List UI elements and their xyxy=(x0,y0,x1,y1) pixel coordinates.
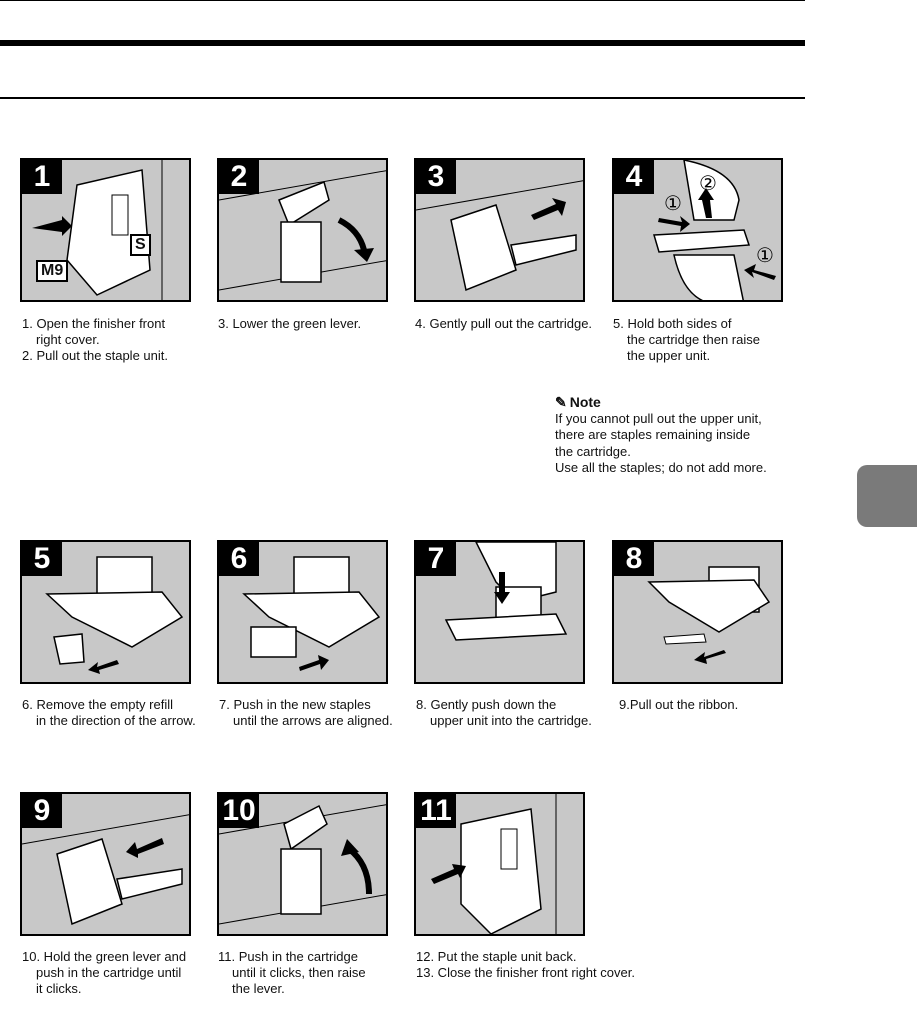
step-number: 6 xyxy=(219,542,259,576)
push-cartridge-illustration xyxy=(22,814,189,926)
caption-step-10: 11. Push in the cartridge until it click… xyxy=(218,949,418,997)
step-number: 3 xyxy=(416,160,456,194)
refill-remove-illustration xyxy=(45,556,184,674)
caption-line: until the arrows are aligned. xyxy=(233,713,393,728)
note-line: there are staples remaining inside xyxy=(555,427,751,442)
new-staples-illustration xyxy=(242,556,381,671)
step-panel-11: 11 xyxy=(414,792,585,936)
step-panel-10: 10 xyxy=(217,792,388,936)
chapter-tab xyxy=(857,465,917,527)
caption-line: the upper unit. xyxy=(627,348,711,363)
circle-label-1b: ① xyxy=(756,243,774,267)
caption-step-11: 12. Put the staple unit back. 13. Close … xyxy=(416,949,716,981)
note-line: Use all the staples; do not add more. xyxy=(555,460,767,475)
caption-line: 2. Pull out the staple unit. xyxy=(22,348,168,363)
step-number: 9 xyxy=(22,794,62,828)
step-number: 7 xyxy=(416,542,456,576)
caption-step-7: 8. Gently push down the upper unit into … xyxy=(416,697,616,729)
step-panel-6: 6 xyxy=(217,540,388,684)
step-number: 11 xyxy=(416,794,456,828)
caption-line: 1. Open the finisher front xyxy=(22,316,166,331)
caption-step-9: 10. Hold the green lever and push in the… xyxy=(22,949,222,997)
caption-line: 3. Lower the green lever. xyxy=(218,316,362,331)
caption-step-1: 1. Open the finisher front right cover. … xyxy=(22,316,222,364)
header-thick-rule xyxy=(0,40,805,46)
caption-step-8: 9.Pull out the ribbon. xyxy=(619,697,819,713)
step-number: 2 xyxy=(219,160,259,194)
caption-line: 4. Gently pull out the cartridge. xyxy=(415,316,593,331)
reinsert-unit-illustration xyxy=(431,794,557,934)
finisher-illustration xyxy=(32,160,163,300)
push-down-illustration xyxy=(444,542,568,641)
caption-step-2: 3. Lower the green lever. xyxy=(218,316,418,332)
caption-line: it clicks. xyxy=(36,981,82,996)
step-number: 8 xyxy=(614,542,654,576)
step-panel-9: 9 xyxy=(20,792,191,936)
hand-cartridge-illustration: ① ② ① xyxy=(653,160,776,300)
step-panel-2: 2 xyxy=(217,158,388,302)
step-panel-7: 7 xyxy=(414,540,585,684)
caption-line: 11. Push in the cartridge xyxy=(218,949,358,964)
label-m9: M9 xyxy=(36,260,69,282)
header-bottom-rule xyxy=(0,97,805,99)
caption-line: 10. Hold the green lever and xyxy=(22,949,187,964)
step-panel-4: 4 ① ② ① xyxy=(612,158,783,302)
caption-line: until it clicks, then raise xyxy=(232,965,366,980)
note-box: ✎ Note If you cannot pull out the upper … xyxy=(555,394,815,477)
raise-lever-illustration xyxy=(219,804,386,925)
note-title: Note xyxy=(569,394,601,410)
caption-step-3: 4. Gently pull out the cartridge. xyxy=(415,316,615,332)
caption-step-6: 7. Push in the new staples until the arr… xyxy=(219,697,419,729)
caption-line: 12. Put the staple unit back. xyxy=(416,949,577,964)
step-panel-5: 5 xyxy=(20,540,191,684)
label-s: S xyxy=(130,234,151,256)
caption-line: 8. Gently push down the xyxy=(416,697,557,712)
cartridge-illustration xyxy=(416,180,583,292)
note-line: If you cannot pull out the upper unit, xyxy=(555,410,762,426)
caption-line: 6. Remove the empty refill xyxy=(22,697,174,712)
caption-line: 7. Push in the new staples xyxy=(219,697,371,712)
step-number: 5 xyxy=(22,542,62,576)
caption-step-4: 5. Hold both sides of the cartridge then… xyxy=(613,316,813,364)
step-panel-8: 8 xyxy=(612,540,783,684)
step-number: 4 xyxy=(614,160,654,194)
step-number: 1 xyxy=(22,160,62,194)
ribbon-illustration xyxy=(647,566,771,664)
caption-line: the cartridge then raise xyxy=(627,332,760,347)
note-line: the cartridge. xyxy=(555,443,631,459)
caption-line: upper unit into the cartridge. xyxy=(430,713,592,728)
lever-illustration xyxy=(219,170,386,291)
circle-label-2: ② xyxy=(699,171,717,195)
caption-line: 13. Close the finisher front right cover… xyxy=(416,965,635,980)
caption-line: push in the cartridge until xyxy=(36,965,182,980)
step-number: 10 xyxy=(219,794,259,828)
caption-line: right cover. xyxy=(36,332,100,347)
caption-line: 5. Hold both sides of xyxy=(613,316,732,331)
caption-line: in the direction of the arrow. xyxy=(36,713,196,728)
caption-step-5: 6. Remove the empty refill in the direct… xyxy=(22,697,222,729)
caption-line: 9.Pull out the ribbon. xyxy=(619,697,739,712)
step-panel-3: 3 xyxy=(414,158,585,302)
note-header: ✎ Note xyxy=(555,394,815,411)
circle-label-1: ① xyxy=(664,191,682,215)
step-panel-1: 1 M9 S xyxy=(20,158,191,302)
pencil-icon: ✎ xyxy=(555,394,567,410)
top-hairline xyxy=(0,0,805,1)
caption-line: the lever. xyxy=(232,981,285,996)
